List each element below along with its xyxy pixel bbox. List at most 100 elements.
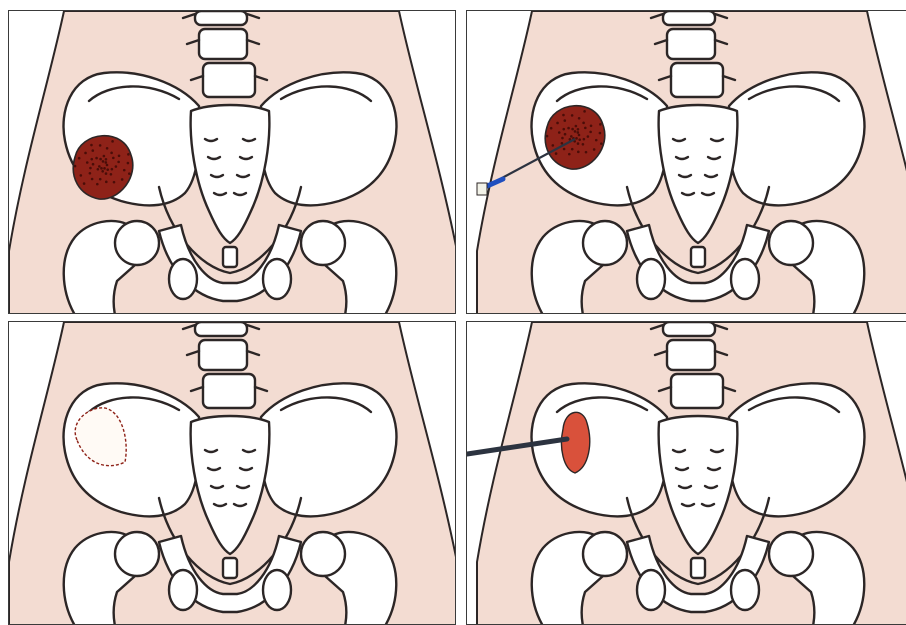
lesion-speckle <box>99 144 102 147</box>
lesion-speckle <box>112 157 115 160</box>
coccyx <box>691 558 705 578</box>
lesion-speckle <box>577 131 580 134</box>
left-femoral-head <box>301 221 345 265</box>
pelvis-group <box>9 322 456 625</box>
pelvis-group <box>477 11 906 314</box>
left-femoral-head <box>769 221 813 265</box>
lesion-speckle <box>577 128 580 131</box>
lumbar-vertebra <box>203 63 255 97</box>
lesion-speckle <box>90 144 93 147</box>
lesion-speckle <box>78 157 81 160</box>
lesion-speckle <box>578 117 581 120</box>
lumbar-vertebra <box>199 340 247 370</box>
filled-cavity <box>562 412 590 473</box>
lesion-speckle <box>582 122 585 125</box>
pelvis-illustration <box>9 11 456 314</box>
coccyx <box>223 558 237 578</box>
lesion-speckle <box>561 142 564 145</box>
lesion-speckle <box>123 169 126 172</box>
lesion-speckle <box>578 134 581 137</box>
lesion-speckle <box>555 152 558 155</box>
lesion-speckle <box>105 172 108 175</box>
panel-lesion <box>8 10 456 314</box>
lesion-speckle <box>84 152 87 155</box>
coccyx <box>223 247 237 267</box>
lesion-speckle <box>574 130 577 133</box>
obturator-foramen-right <box>169 259 197 299</box>
lesion-speckle <box>577 151 580 154</box>
lesion-speckle <box>83 182 86 185</box>
lumbar-vertebra <box>667 340 715 370</box>
right-femoral-head <box>115 221 159 265</box>
lesion-speckle <box>95 157 98 160</box>
obturator-foramen-left <box>731 570 759 610</box>
lumbar-vertebra <box>671 374 723 408</box>
left-femoral-head <box>301 532 345 576</box>
pelvis-group <box>9 11 456 314</box>
lesion-speckle <box>106 147 109 150</box>
lesion-speckle <box>92 163 95 166</box>
pelvis-illustration <box>467 11 906 314</box>
lesion-speckle <box>585 151 588 154</box>
lesion-speckle <box>127 153 130 156</box>
lesion-speckle <box>91 178 94 181</box>
lesion-speckle <box>106 168 109 171</box>
lesion-speckle <box>74 165 77 168</box>
lesion-speckle <box>113 181 116 184</box>
lesion-speckle <box>571 148 574 151</box>
lesion-speckle <box>91 149 94 152</box>
lesion-speckle <box>102 160 105 163</box>
lesion-speckle <box>589 131 592 134</box>
lesion-speckle <box>103 167 106 170</box>
lesion-speckle <box>587 135 590 138</box>
obturator-foramen-left <box>263 570 291 610</box>
right-femoral-head <box>115 532 159 576</box>
obturator-foramen-left <box>263 259 291 299</box>
pelvis-illustration <box>9 322 456 625</box>
lesion-speckle <box>575 137 578 140</box>
lesion-speckle <box>89 167 92 170</box>
lesion-speckle <box>90 158 93 161</box>
lesion-speckle <box>562 128 565 131</box>
lesion-speckle <box>103 155 106 158</box>
lesion-speckle <box>110 152 113 155</box>
lesion-speckle <box>97 168 100 171</box>
lesion-speckle <box>127 162 130 165</box>
lesion-speckle <box>599 123 602 126</box>
lesion-speckle <box>556 122 559 125</box>
lesion-speckle <box>89 172 92 175</box>
coccyx <box>691 247 705 267</box>
lumbar-vertebra <box>199 29 247 59</box>
pelvis-group <box>467 322 906 625</box>
lesion-speckle <box>99 178 102 181</box>
lesion-speckle <box>583 138 586 141</box>
lesion-speckle <box>117 161 120 164</box>
panel-needle-insertion <box>466 10 906 314</box>
lesion-speckle <box>99 158 102 161</box>
lesion-speckle <box>121 178 124 181</box>
lesion-speckle <box>128 172 131 175</box>
lesion-speckle <box>593 148 596 151</box>
lesion-speckle <box>115 165 118 168</box>
lesion-speckle <box>590 125 593 128</box>
lesion-speckle <box>106 164 109 167</box>
left-femoral-head <box>769 532 813 576</box>
lesion-speckle <box>111 168 114 171</box>
lesion-speckle <box>575 125 578 128</box>
lesion-speckle <box>577 142 580 145</box>
lesion-speckle <box>118 155 121 158</box>
lesion-speckle <box>550 127 553 130</box>
lesion-speckle <box>583 110 586 113</box>
lesion-speckle <box>98 165 101 168</box>
lumbar-vertebra <box>195 11 247 25</box>
lesion-speckle <box>111 140 114 143</box>
lumbar-vertebra <box>663 322 715 336</box>
lesion-speckle <box>582 143 585 146</box>
obturator-foramen-right <box>169 570 197 610</box>
lesion-speckle <box>561 137 564 140</box>
lesion-speckle <box>105 158 108 161</box>
panel-cavity-filling <box>466 321 906 625</box>
lesion-speckle <box>600 142 603 145</box>
lumbar-vertebra <box>667 29 715 59</box>
